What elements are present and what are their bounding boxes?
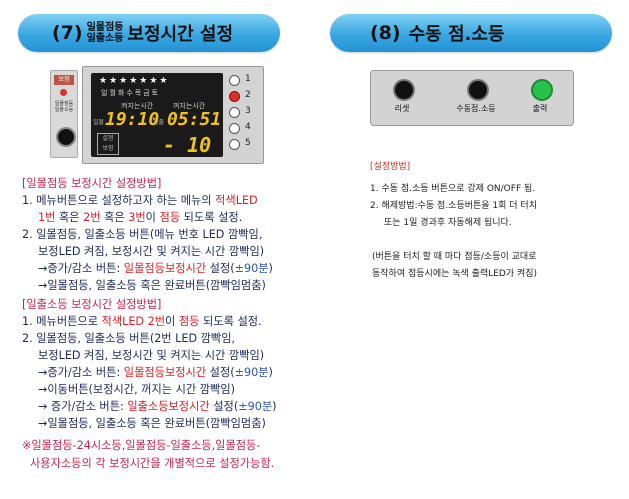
section8-header: (8) 수동 점.소등 [330, 14, 612, 52]
sunset-correction-header: [일몰점등 보정시간 설정방법] [22, 177, 162, 190]
sunrise-step2-line3: →증가/감소 버튼: 일몰점등보정시간 설정(±90분) [38, 366, 273, 379]
manual-note-line2: 동작하여 점등시에는 녹색 출력LED가 켜짐) [372, 269, 538, 279]
manual-onoff-label: 수동점.소등 [456, 104, 496, 113]
menu-indicator: 3 [229, 105, 259, 121]
manual-note-line1: (버튼을 터치 할 때 마다 점등/소등이 교대로 [372, 252, 537, 262]
sunrise-step1: 1. 메뉴버튼으로 적색LED 2번이 점등 되도록 설정. [22, 315, 262, 328]
sunrise-step2-line2: 보정LED 켜짐, 보정시간 및 켜지는 시간 깜빡임) [38, 349, 265, 362]
correction-side-panel: 보정 일몰점등 일출소등 [50, 70, 78, 158]
set-correction-label: 설정 보정 [97, 133, 119, 155]
manual-onoff-button[interactable] [467, 79, 489, 101]
side-label: 보정 [54, 75, 74, 85]
indicator-led-3 [229, 107, 240, 118]
indicator-led-5 [229, 139, 240, 150]
sunset-step2-line2: 보정LED 켜짐, 보정시간 및 켜지는 시간 깜빡임) [38, 245, 265, 258]
section8-title: 수동 점.소등 [408, 24, 505, 45]
reset-label: 리셋 [394, 104, 410, 113]
correction-value: - 10 [163, 133, 212, 157]
indicator-led-2 [229, 91, 240, 102]
section7-small-title: 일몰점등 일출소등 [86, 22, 124, 44]
menu-indicator: 1 [229, 73, 259, 89]
indicator-led-1 [229, 75, 240, 86]
off-time-value: 05:51 [167, 109, 222, 130]
sunrise-step2-line5: → 증가/감소 버튼: 일출소등보정시간 설정(±90분) [38, 400, 277, 413]
controller-panel: 보정 일몰점등 일출소등 ★★★★★★★ 일월화수목금토 켜지는시간 꺼지는시간… [50, 66, 264, 164]
section7-header: (7) 일몰점등 일출소등 보정시간 설정 [18, 14, 280, 52]
sunset-step1-line2: 1번 혹은 2번 혹은 3번이 점등 되도록 설정. [38, 211, 243, 224]
reset-button[interactable] [393, 79, 415, 101]
side-tiny-label: 일몰점등 일출소등 [54, 101, 74, 113]
sunrise-correction-header: [일출소등 보정시간 설정방법] [22, 298, 162, 311]
output-led [531, 79, 553, 101]
section7-title: 보정시간 설정 [127, 24, 234, 45]
manual-step1: 1. 수동 점.소등 버튼으로 강제 ON/OFF 됨. [370, 184, 536, 194]
manual-control-panel: 리셋 수동점.소등 출력 [370, 70, 574, 126]
section7-number: (7) [52, 22, 83, 44]
on-time-label: 켜지는시간 [121, 102, 154, 110]
manual-setup-header: [설정방법] [370, 162, 411, 172]
note-line2: 사용자소등의 각 보정시간을 개별적으로 설정가능함. [30, 457, 275, 470]
note-line1: ※일몰점등-24시소등,일몰점등-일출소등,일몰점등- [22, 439, 261, 452]
sunrise-off-label: 일출 [153, 119, 165, 126]
lcd-screen: ★★★★★★★ 일월화수목금토 켜지는시간 꺼지는시간 일몰 일출 19:10 … [91, 73, 223, 157]
sunset-step2-line3: →증가/감소 버튼: 일몰점등보정시간 설정(±90분) [38, 262, 273, 275]
correction-led [60, 89, 67, 96]
menu-indicator: 4 [229, 121, 259, 137]
correction-button[interactable] [56, 127, 76, 147]
on-time-value: 19:10 [105, 109, 160, 130]
sunrise-step2-line6: →일몰점등, 일출소등 혹은 완료버튼(깜빡임멈춤) [38, 417, 266, 430]
day-stars: ★★★★★★★ [99, 76, 170, 86]
output-label: 출력 [532, 104, 548, 113]
weekday-labels: 일월화수목금토 [101, 89, 161, 97]
manual-step2-line1: 2. 해제방법:수동 점.소등버튼을 1회 더 터치 [370, 201, 537, 211]
menu-indicator-list: 1 2 3 4 5 [229, 73, 259, 153]
sunset-on-label: 일몰 [93, 119, 105, 126]
manual-step2-line2: 또는 1일 경과후 자동해제 됩니다. [384, 218, 512, 228]
indicator-led-4 [229, 123, 240, 134]
section8-number: (8) [370, 22, 401, 44]
off-time-label: 꺼지는시간 [173, 102, 206, 110]
sunset-step1-line1: 1. 메뉴버튼으로 설정하고자 하는 메뉴의 적색LED [22, 194, 258, 207]
menu-indicator: 5 [229, 137, 259, 153]
menu-indicator: 2 [229, 89, 259, 105]
display-panel: ★★★★★★★ 일월화수목금토 켜지는시간 꺼지는시간 일몰 일출 19:10 … [82, 66, 264, 164]
sunset-step2-line4: →일몰점등, 일출소등 혹은 완료버튼(깜빡임멈춤) [38, 279, 266, 292]
sunrise-step2-line4: →이동버튼(보정시간, 꺼지는 시간 깜빡임) [38, 383, 236, 396]
sunset-step2-line1: 2. 일몰점등, 일출소등 버튼(메뉴 번호 LED 깜빡임, [22, 228, 263, 241]
sunrise-step2-line1: 2. 일몰점등, 일출소등 버튼(2번 LED 깜빡임, [22, 332, 236, 345]
